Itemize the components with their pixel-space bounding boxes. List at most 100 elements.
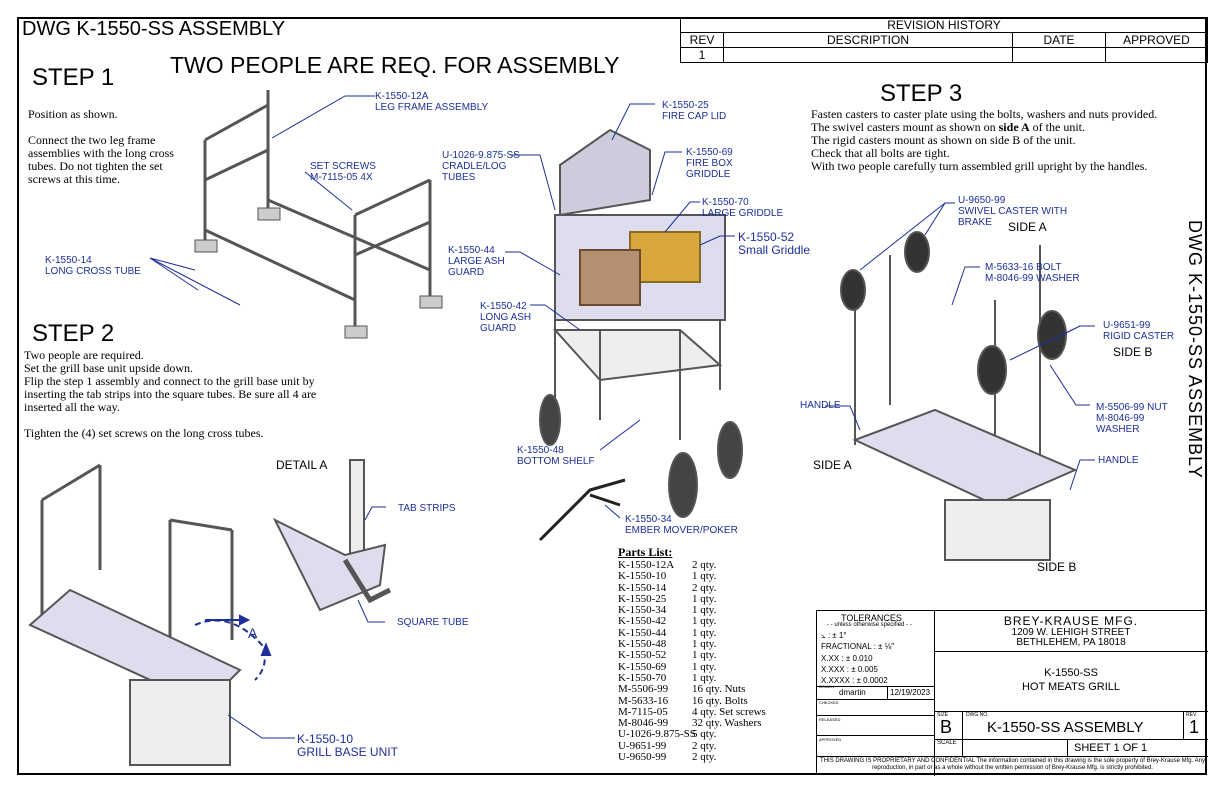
drawn-by: dmartin	[839, 688, 866, 697]
proprietary-notice: THIS DRAWING IS PROPRIETARY AND CONFIDEN…	[820, 758, 1205, 771]
step2-line: Tighten the (4) set screws on the long c…	[24, 426, 264, 440]
side-a-left-label: SIDE A	[813, 458, 852, 472]
side-b-bottom-label: SIDE B	[1037, 560, 1077, 574]
company-address-1: 1209 W. LEHIGH STREET	[1011, 627, 1131, 638]
drawn-label: DRAWN	[819, 684, 834, 689]
rev-label: REV	[1186, 712, 1197, 718]
tol-angular: ⦣ : ± 1°	[821, 631, 847, 640]
callout-label: GRILL BASE UNIT	[297, 745, 398, 759]
callout-label: SET SCREWS	[310, 161, 376, 172]
part-number-cell: M-7115-05	[618, 705, 668, 718]
company-address-2: BETHLEHEM, PA 18018	[1016, 637, 1126, 648]
callout-leg-frame: K-1550-12A LEG FRAME ASSEMBLY	[375, 91, 488, 113]
callout-label: GRIDDLE	[686, 169, 731, 180]
step3-heading: STEP 3	[880, 80, 963, 107]
released-label: RELEASED	[819, 717, 841, 722]
side-a-top-label: SIDE A	[1008, 220, 1047, 234]
callout-fire-cap: K-1550-25 FIRE CAP LID	[662, 100, 726, 122]
rev-cell: 1	[680, 47, 724, 63]
step3-notes: Fasten casters to caster plate using the…	[811, 108, 1157, 173]
approved-cell	[1105, 47, 1208, 63]
step3-line: With two people carefully turn assembled…	[811, 159, 1148, 173]
callout-pn: K-1550-10	[297, 732, 354, 746]
step2-heading: STEP 2	[32, 320, 115, 347]
tol-xx: X.XX : ± 0.010	[821, 654, 873, 663]
part-number-cell: U-1026-9.875-SS	[618, 728, 696, 741]
part-qty-cell: 1 qty.	[692, 660, 717, 673]
leg-frame-illustration	[194, 90, 443, 339]
callout-leaders	[149, 95, 1095, 739]
side-b-right-label: SIDE B	[1113, 345, 1153, 359]
callout-pn: K-1550-12A	[375, 91, 429, 102]
tol-xxx: X.XXX : ± 0.005	[821, 665, 878, 674]
callout-bolt: M-5633-16 BOLT M-8046-99 WASHER	[985, 262, 1080, 284]
callout-long-ash-guard: K-1550-42 LONG ASH GUARD	[480, 301, 531, 334]
callout-bottom-shelf: K-1550-48 BOTTOM SHELF	[517, 445, 595, 467]
callout-pn: K-1550-34	[625, 514, 672, 525]
callout-label: M-5506-99 NUT	[1096, 402, 1168, 413]
step1-line: assemblies with the long cross	[28, 146, 174, 160]
grill-illustration	[538, 128, 743, 542]
parts-list-row: K-1550-42 1 qty.	[618, 615, 766, 628]
part-qty-cell: 4 qty. Set screws	[692, 705, 766, 718]
view-a-arrow	[194, 614, 272, 681]
step3-line: The rigid casters mount as shown on side…	[811, 133, 1076, 147]
tol-fractional: FRACTIONAL : ± ⅛"	[821, 642, 895, 651]
part-number-cell: K-1550-42	[618, 615, 667, 628]
callout-label: SWIVEL CASTER WITH	[958, 206, 1068, 217]
part-number-cell: U-9651-99	[618, 739, 667, 752]
checked-label: CHECKED	[819, 700, 839, 705]
part-qty-cell: 16 qty. Nuts	[692, 683, 746, 696]
parts-list-row: U-1026-9.875-SS5 qty.	[618, 728, 766, 741]
callout-label: FIRE CAP LID	[662, 111, 727, 122]
callout-label: M-5633-16 BOLT	[985, 262, 1062, 273]
callout-grill-base: K-1550-10 GRILL BASE UNIT	[297, 733, 398, 759]
part-qty-cell: 2 qty.	[692, 751, 717, 764]
callout-label: LARGE ASH	[448, 256, 505, 267]
callout-pn: K-1550-70	[702, 197, 749, 208]
callout-label: LEG FRAME ASSEMBLY	[375, 102, 489, 113]
callout-pn: U-9651-99	[1103, 320, 1151, 331]
part-qty-cell: 2 qty.	[692, 581, 717, 594]
callout-tab-strips: TAB STRIPS	[398, 503, 456, 514]
approved-label: APPROVED	[819, 737, 842, 742]
part-number-cell: K-1550-10	[618, 570, 667, 583]
callout-label: LONG ASH	[480, 312, 532, 323]
callout-rigid-caster: U-9651-99 RIGID CASTER	[1103, 320, 1174, 342]
part-qty-cell: 1 qty.	[692, 671, 717, 684]
step1-line: Connect the two leg frame	[28, 133, 156, 147]
part-number: K-1550-SS	[1044, 667, 1098, 679]
part-number-cell: M-5633-16	[618, 694, 669, 707]
part-qty-cell: 1 qty.	[692, 638, 717, 651]
part-number-cell: K-1550-44	[618, 626, 667, 639]
callout-square-tube: SQUARE TUBE	[397, 617, 469, 628]
callout-pn: K-1550-48	[517, 445, 564, 456]
callout-label: RIGID CASTER	[1103, 331, 1175, 342]
company-name: BREY-KRAUSE MFG.	[1003, 614, 1139, 628]
part-qty-cell: 16 qty. Bolts	[692, 694, 748, 707]
callout-set-screws: SET SCREWS M-7115-05 4X	[310, 161, 376, 183]
callout-cross-tube: K-1550-14 LONG CROSS TUBE	[45, 255, 141, 277]
callout-label: CRADLE/LOG	[442, 161, 507, 172]
callout-label: WASHER	[1096, 424, 1140, 435]
part-number-cell: K-1550-12A	[618, 559, 675, 571]
date-col-header: DATE	[1012, 32, 1106, 48]
tol-xxxx: X.XXXX : ± 0.0002	[821, 676, 888, 685]
tolerances-note: - - unless otherwise specified - -	[827, 622, 912, 628]
parts-list-row: M-5633-16 16 qty. Bolts	[618, 694, 766, 707]
part-qty-cell: 1 qty.	[692, 649, 717, 662]
vertical-drawing-title: DWG K-1550-SS ASSEMBLY	[1185, 220, 1205, 479]
part-qty-cell: 1 qty.	[692, 615, 717, 628]
callout-pn: K-1550-52	[738, 230, 795, 244]
part-qty-cell: 1 qty.	[692, 570, 717, 583]
callout-label: FIRE BOX	[686, 158, 733, 169]
callout-label: M-8046-99 WASHER	[985, 273, 1080, 284]
